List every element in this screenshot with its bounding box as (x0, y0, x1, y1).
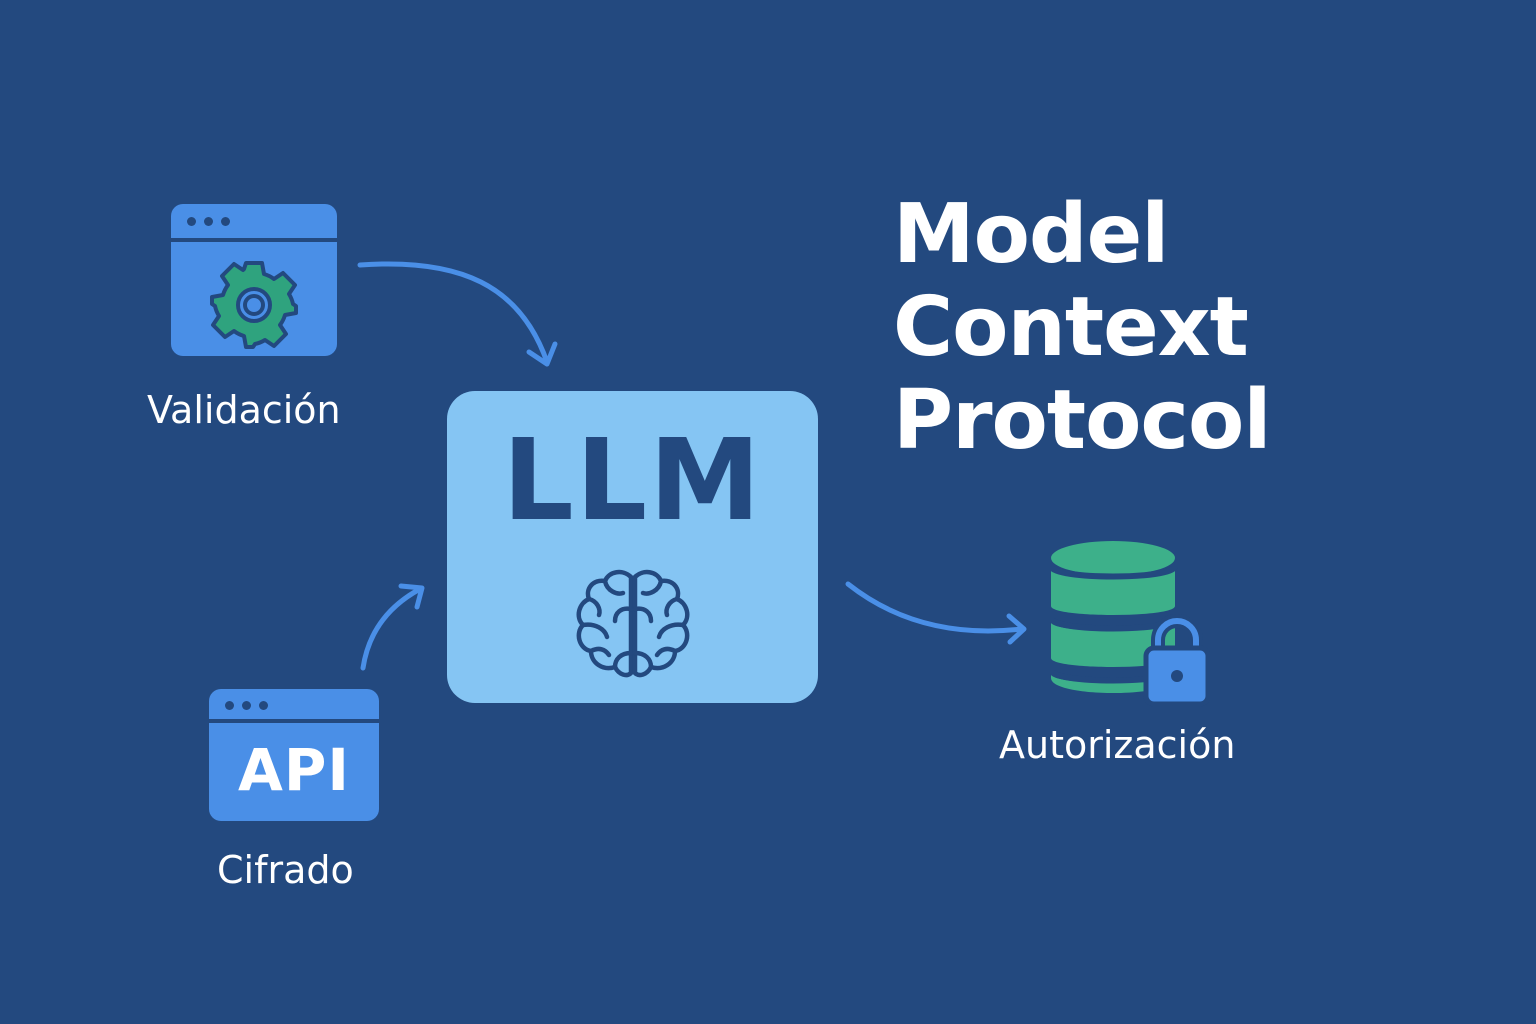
arrow-validation-to-llm (357, 261, 550, 365)
api-window-icon: API (209, 689, 379, 821)
lock-icon (1143, 614, 1210, 707)
title-line-2: Context (893, 280, 1249, 375)
validation-window-icon (171, 204, 337, 356)
api-badge: API (238, 736, 350, 804)
arrow-api-to-llm (360, 586, 423, 671)
arrow-llm-to-authorization-head (1006, 613, 1027, 645)
title-line-1: Model (893, 187, 1169, 282)
diagram-title: Model Context Protocol (893, 188, 1513, 467)
gear-icon (210, 261, 298, 349)
authorization-label: Autorización (999, 723, 1236, 767)
llm-box: LLM (447, 391, 818, 703)
arrow-validation-to-llm-head (526, 341, 558, 367)
arrow-api-to-llm-head (398, 583, 425, 610)
validation-label: Validación (147, 388, 341, 432)
title-line-3: Protocol (893, 373, 1271, 468)
database-lock-icon (1050, 541, 1210, 707)
encryption-label: Cifrado (217, 848, 354, 892)
llm-label: LLM (502, 416, 763, 546)
window-title-bar (209, 689, 379, 723)
window-dots (225, 701, 268, 710)
brain-icon (576, 569, 690, 678)
arrow-llm-to-authorization (845, 581, 1025, 634)
window-title-bar (171, 204, 337, 242)
window-dots (187, 217, 230, 226)
